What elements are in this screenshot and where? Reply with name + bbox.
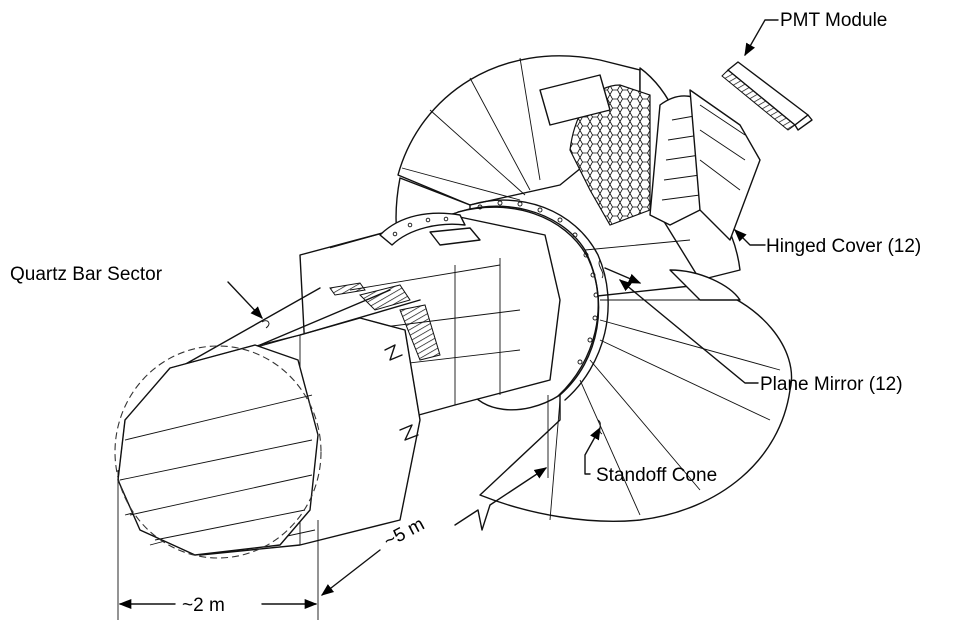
pmt-module [721,61,813,131]
label-pmt-module: PMT Module [780,10,887,31]
label-plane-mirror: Plane Mirror (12) [760,374,903,395]
label-standoff-cone: Standoff Cone [596,465,717,486]
pmt-array [539,74,761,241]
barrel [114,212,561,559]
label-hinged-cover: Hinged Cover (12) [766,236,921,257]
leaders [227,19,779,475]
label-diameter-dimension: ~2 m [182,595,225,616]
dimensions [117,395,549,620]
label-quartz-bar-sector: Quartz Bar Sector [10,264,163,285]
